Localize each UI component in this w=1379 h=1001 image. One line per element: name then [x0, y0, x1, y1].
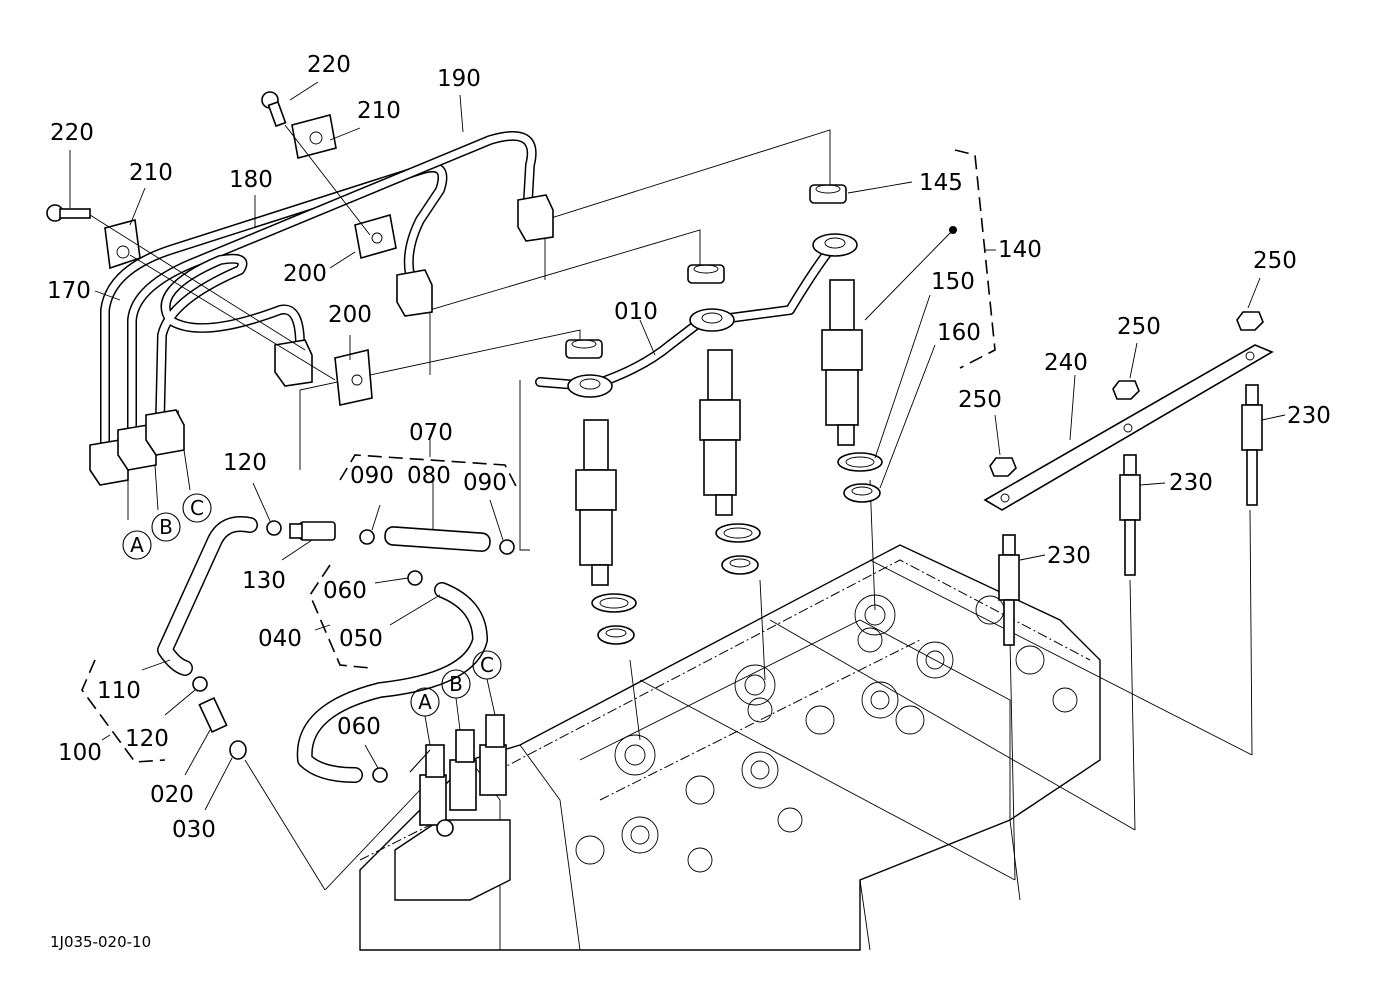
pipe-connection-a-label: A [130, 533, 144, 557]
fitting-020 [198, 696, 228, 734]
callout-250-right: 250 [1253, 248, 1297, 274]
callout-250-mid: 250 [1117, 314, 1161, 340]
pump-connection-a-label: A [418, 690, 432, 714]
leak-off-pipe [535, 233, 858, 398]
callout-210-top: 210 [357, 98, 401, 124]
callout-120-lower: 120 [125, 726, 169, 752]
callout-200-lower: 200 [328, 302, 372, 328]
callout-240: 240 [1044, 350, 1088, 376]
pipe-nut-170 [274, 339, 313, 387]
callout-180: 180 [229, 167, 273, 193]
glow-plug-nuts-250 [989, 311, 1264, 477]
drawing-code: 1J035-020-10 [50, 933, 151, 951]
joint-130 [289, 521, 336, 541]
bolt-220-top [261, 91, 287, 128]
callout-110: 110 [97, 678, 141, 704]
callout-030: 030 [172, 817, 216, 843]
injector-2 [699, 349, 741, 516]
callout-200-upper: 200 [283, 261, 327, 287]
injector-washers [591, 452, 883, 645]
pipe-clamps [46, 91, 397, 406]
callout-160: 160 [937, 320, 981, 346]
pipe-connection-c-label: C [190, 496, 204, 520]
injection-pipes [89, 131, 554, 486]
injector-nuts-145 [565, 184, 847, 359]
callout-060-lower: 060 [337, 714, 381, 740]
bolt-220-left [46, 204, 91, 222]
injector-3 [821, 279, 863, 446]
callout-220-left: 220 [50, 120, 94, 146]
cylinder-head-ports [575, 594, 1078, 873]
callout-210-left: 210 [129, 160, 173, 186]
clamp-200-upper [354, 213, 397, 260]
hose-clips [192, 520, 515, 783]
callout-090-right: 090 [463, 470, 507, 496]
callout-060-upper: 060 [323, 578, 367, 604]
callout-050: 050 [339, 626, 383, 652]
callout-040: 040 [258, 626, 302, 652]
callout-120-upper: 120 [223, 450, 267, 476]
callout-130: 130 [242, 568, 286, 594]
group-brackets [81, 149, 996, 763]
callout-150: 150 [931, 269, 975, 295]
callout-220-top: 220 [307, 52, 351, 78]
pipe-connection-b-label: B [159, 515, 173, 539]
injectors [575, 279, 863, 586]
callout-leaders [69, 81, 1286, 811]
clamp-200-lower [334, 349, 373, 406]
assembly-leader-lines [127, 129, 1253, 891]
pipe-nut-c [145, 409, 185, 456]
callout-020: 020 [150, 782, 194, 808]
fuel-hoses [157, 516, 491, 783]
cylinder-head [359, 544, 1101, 951]
callout-070: 070 [409, 420, 453, 446]
glow-plugs-230 [998, 384, 1263, 646]
connection-letter-markers: A B C A B C [122, 493, 502, 746]
pump-connection-b-label: B [449, 672, 463, 696]
clamp-210-top [291, 114, 337, 159]
callout-230-mid: 230 [1169, 470, 1213, 496]
callout-140: 140 [998, 237, 1042, 263]
callout-100: 100 [58, 740, 102, 766]
washer-150 [837, 452, 883, 472]
pipe-nut-180 [396, 269, 433, 317]
callout-145: 145 [919, 170, 963, 196]
callout-170: 170 [47, 278, 91, 304]
injection-pump [394, 714, 511, 901]
callout-090-left: 090 [350, 463, 394, 489]
seal-160 [843, 483, 881, 503]
callout-010: 010 [614, 299, 658, 325]
callout-numbers: 220 210 190 220 210 180 170 200 200 145 … [47, 52, 1331, 843]
hose-080 [384, 526, 491, 552]
injector-1 [575, 419, 617, 586]
callout-230-right: 230 [1287, 403, 1331, 429]
glow-plug-lead-240 [983, 344, 1274, 511]
pump-connection-c-label: C [480, 653, 494, 677]
callout-250-left: 250 [958, 387, 1002, 413]
pipe-nut-190 [517, 194, 554, 242]
washer-030 [229, 740, 247, 760]
callout-230-left: 230 [1047, 543, 1091, 569]
callout-190: 190 [437, 66, 481, 92]
callout-080: 080 [407, 463, 451, 489]
